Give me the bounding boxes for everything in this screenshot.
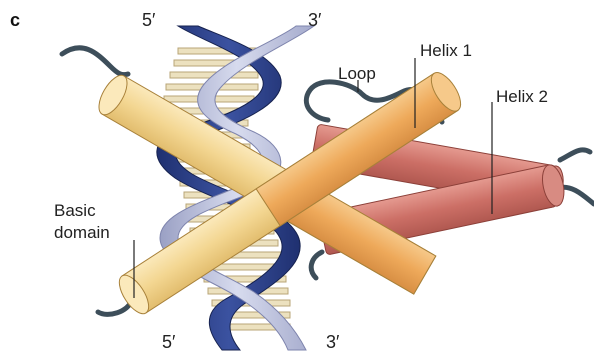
label-basic-line1: Basic [54, 201, 96, 220]
chain-right-upper [560, 150, 590, 160]
panel-letter: c [10, 10, 20, 30]
label-3prime-bottom: 3′ [326, 332, 340, 352]
label-3prime-top: 3′ [308, 10, 322, 30]
label-5prime-top: 5′ [142, 10, 156, 30]
label-helix1: Helix 1 [420, 41, 472, 60]
label-basic-line2: domain [54, 223, 110, 242]
label-helix2: Helix 2 [496, 87, 548, 106]
chain-top-left [62, 48, 128, 75]
label-loop: Loop [338, 64, 376, 83]
label-5prime-bottom: 5′ [162, 332, 176, 352]
chain-bottom-right [311, 252, 322, 278]
